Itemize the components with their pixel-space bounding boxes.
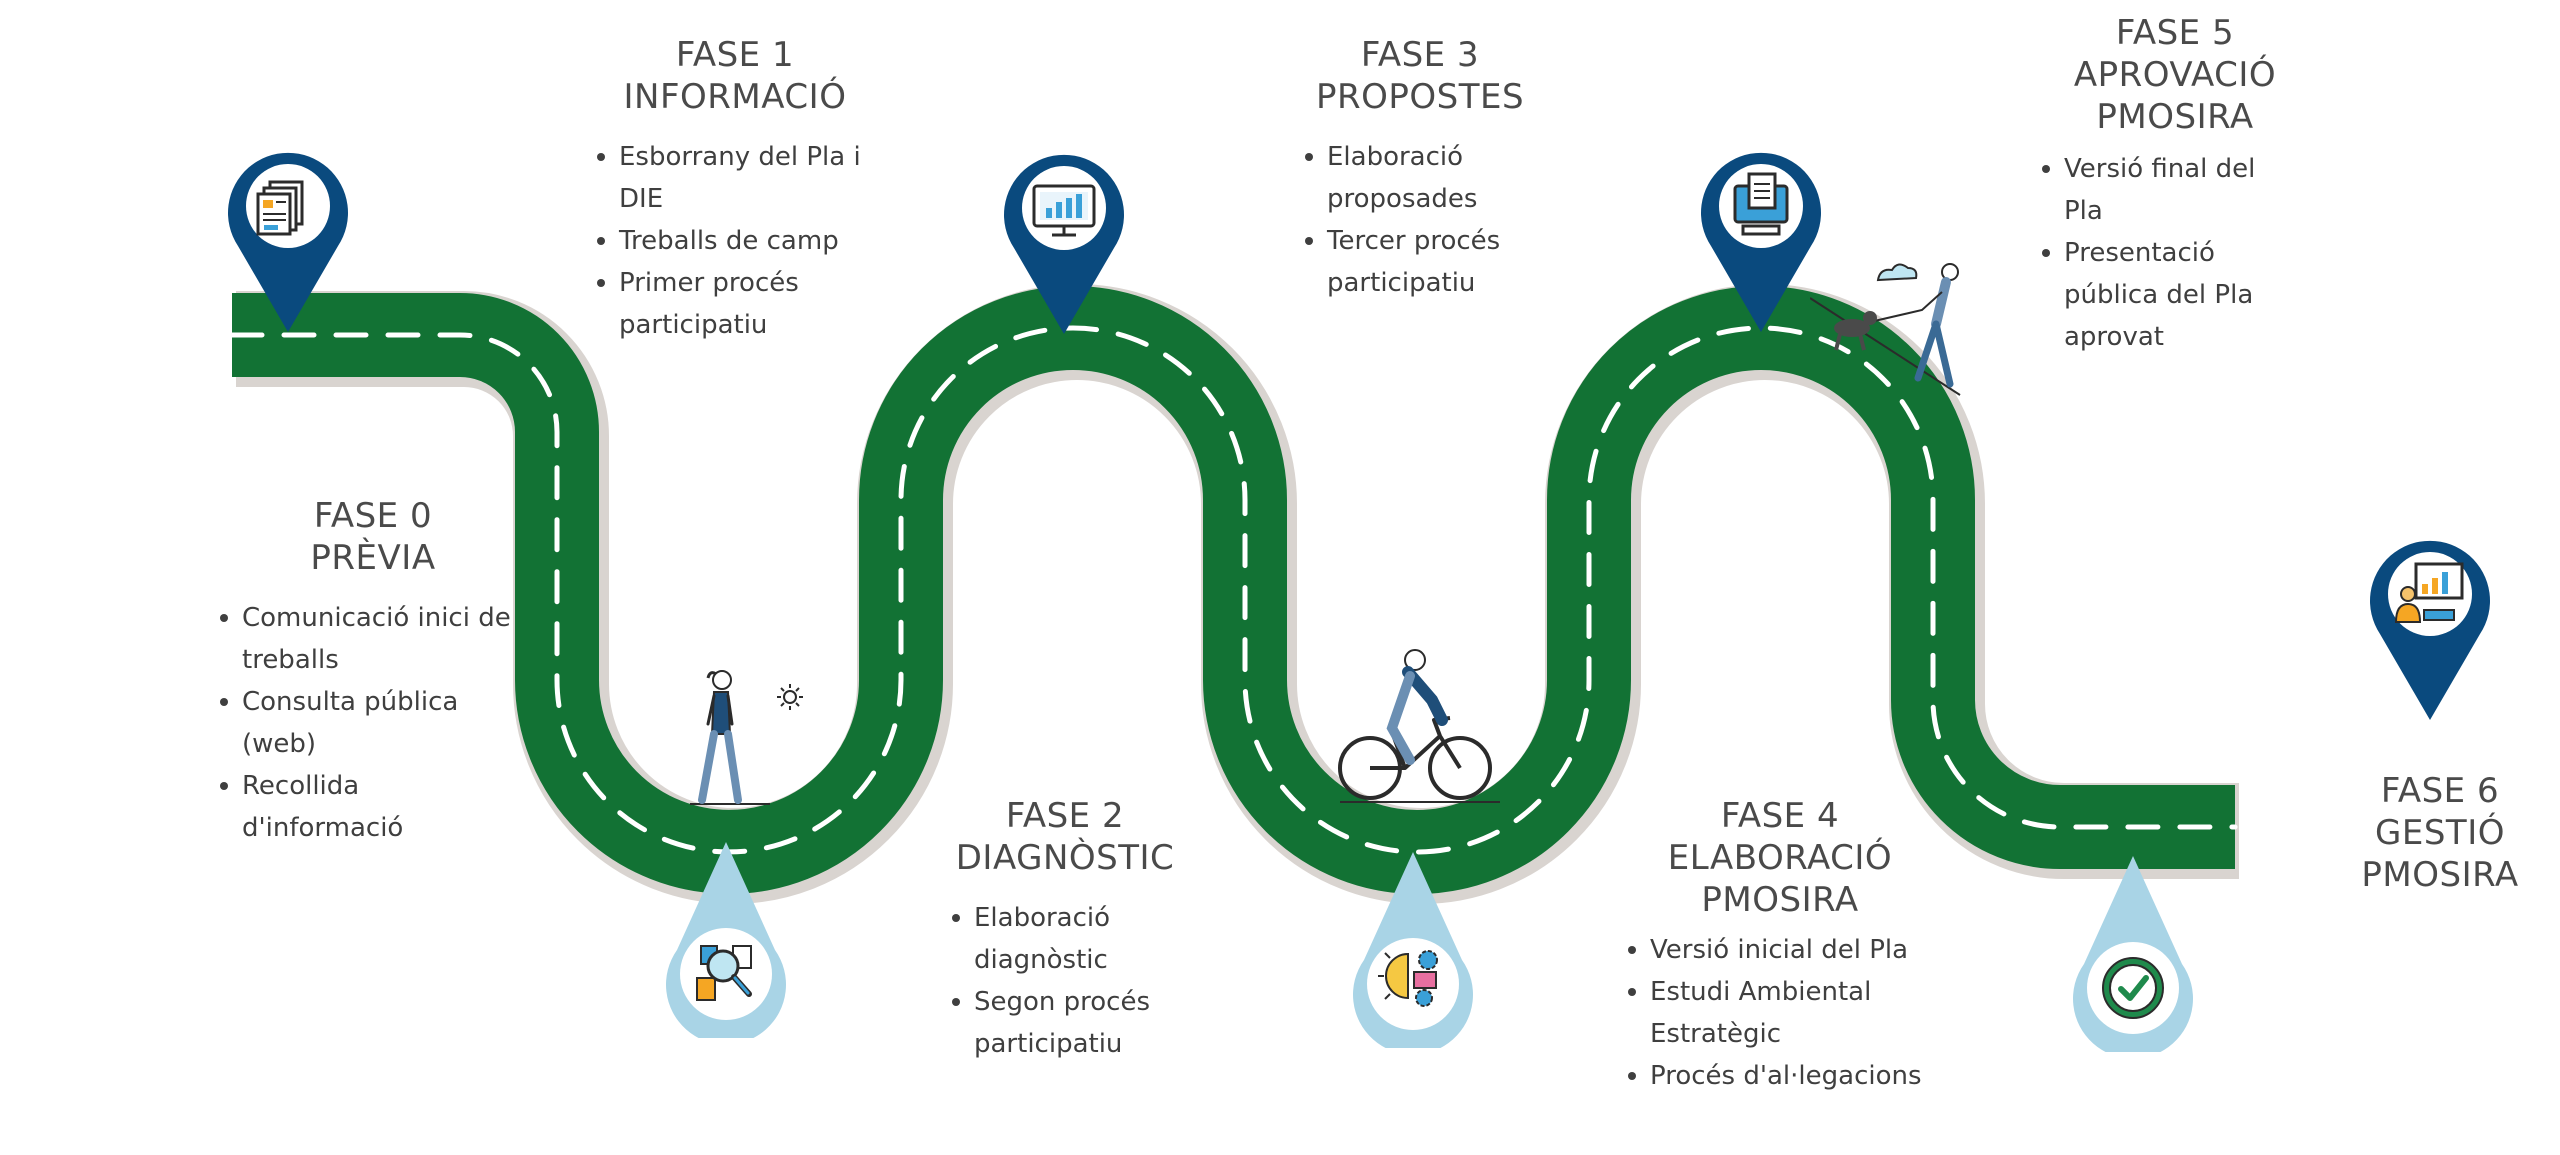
lightbulb-gears-icon — [1378, 950, 1438, 1007]
phase-item: Esborrany del Pla i DIE — [597, 136, 909, 220]
phase-3-title: FASE 3 PROPOSTES — [1315, 35, 1525, 117]
phase-5-title: FASE 5 APROVACIÓ PMOSIRA — [2073, 13, 2277, 137]
phase-item: Elaboració diagnòstic — [952, 897, 1204, 981]
phase-2-title: FASE 2 DIAGNÒSTIC — [955, 796, 1175, 878]
pin-phase-3 — [1353, 852, 1473, 1048]
phase-item: Primer procés participatiu — [597, 262, 909, 346]
phase-6: FASE 6 GESTIÓ PMOSIRA — [2330, 770, 2550, 896]
phase-item: Segon procés participatiu — [952, 981, 1204, 1065]
pin-phase-6 — [2370, 540, 2490, 720]
phase-item: Versió final del Pla — [2042, 148, 2299, 232]
cloud-icon — [1876, 263, 1918, 282]
phase-0-title: FASE 0 PRÈVIA — [310, 496, 436, 578]
phase-2: FASE 2 DIAGNÒSTIC Elaboració diagnòstic … — [930, 795, 1200, 1065]
cyclist-figure — [1338, 649, 1500, 803]
phase-item: Tercer procés participatiu — [1305, 220, 1557, 304]
dog-icon — [1834, 311, 1877, 351]
phase-5-items: Versió final del Pla Presentació pública… — [2030, 148, 2299, 358]
hiker-with-dog-figure — [1810, 263, 1961, 396]
phase-item: Consulta pública (web) — [220, 681, 518, 765]
check-circle-icon — [2102, 957, 2164, 1019]
phase-2-items: Elaboració diagnòstic Segon procés parti… — [940, 897, 1204, 1065]
phase-3-items: Elaboració proposades Tercer procés part… — [1293, 136, 1557, 304]
phase-4-title: FASE 4 ELABORACIÓ PMOSIRA — [1667, 796, 1893, 920]
phase-item: Recollida d'informació — [220, 765, 518, 849]
phase-item: Estudi Ambiental Estratègic — [1628, 971, 1960, 1055]
phase-0-items: Comunicació inici de treballs Consulta p… — [208, 597, 518, 849]
computer-document-icon — [1733, 172, 1789, 236]
pin-phase-2 — [1004, 154, 1124, 334]
walking-woman-figure — [690, 670, 803, 805]
pin-phase-0 — [228, 152, 348, 332]
pin-phase-5 — [2073, 856, 2193, 1052]
phase-item: Comunicació inici de treballs — [220, 597, 518, 681]
sun-icon — [777, 684, 803, 710]
phase-1-items: Esborrany del Pla i DIE Treballs de camp… — [585, 136, 909, 346]
phase-1: FASE 1 INFORMACIÓ Esborrany del Pla i DI… — [575, 34, 895, 346]
phase-5: FASE 5 APROVACIÓ PMOSIRA Versió final de… — [2025, 12, 2325, 358]
phase-item: Elaboració proposades — [1305, 136, 1557, 220]
pin-phase-1 — [666, 842, 786, 1038]
presentation-chart-icon — [2394, 562, 2464, 623]
search-magnifier-icon — [696, 945, 752, 1001]
phase-item: Treballs de camp — [597, 220, 909, 262]
phase-4-items: Versió inicial del Pla Estudi Ambiental … — [1616, 929, 1960, 1097]
phase-item: Versió inicial del Pla — [1628, 929, 1960, 971]
document-stack-icon — [256, 180, 304, 236]
phase-6-title: FASE 6 GESTIÓ PMOSIRA — [2361, 771, 2519, 895]
phase-3: FASE 3 PROPOSTES Elaboració proposades T… — [1285, 34, 1555, 304]
road-lane-dashes — [229, 325, 2238, 855]
pin-phase-4 — [1701, 152, 1821, 332]
phase-1-title: FASE 1 INFORMACIÓ — [623, 35, 847, 117]
monitor-chart-icon — [1032, 184, 1096, 237]
phase-item: Procés d'al·legacions — [1628, 1055, 1960, 1097]
phase-item: Presentació pública del Pla aprovat — [2042, 232, 2299, 358]
phase-4: FASE 4 ELABORACIÓ PMOSIRA Versió inicial… — [1620, 795, 1940, 1097]
phase-0: FASE 0 PRÈVIA Comunicació inici de treba… — [220, 495, 518, 849]
